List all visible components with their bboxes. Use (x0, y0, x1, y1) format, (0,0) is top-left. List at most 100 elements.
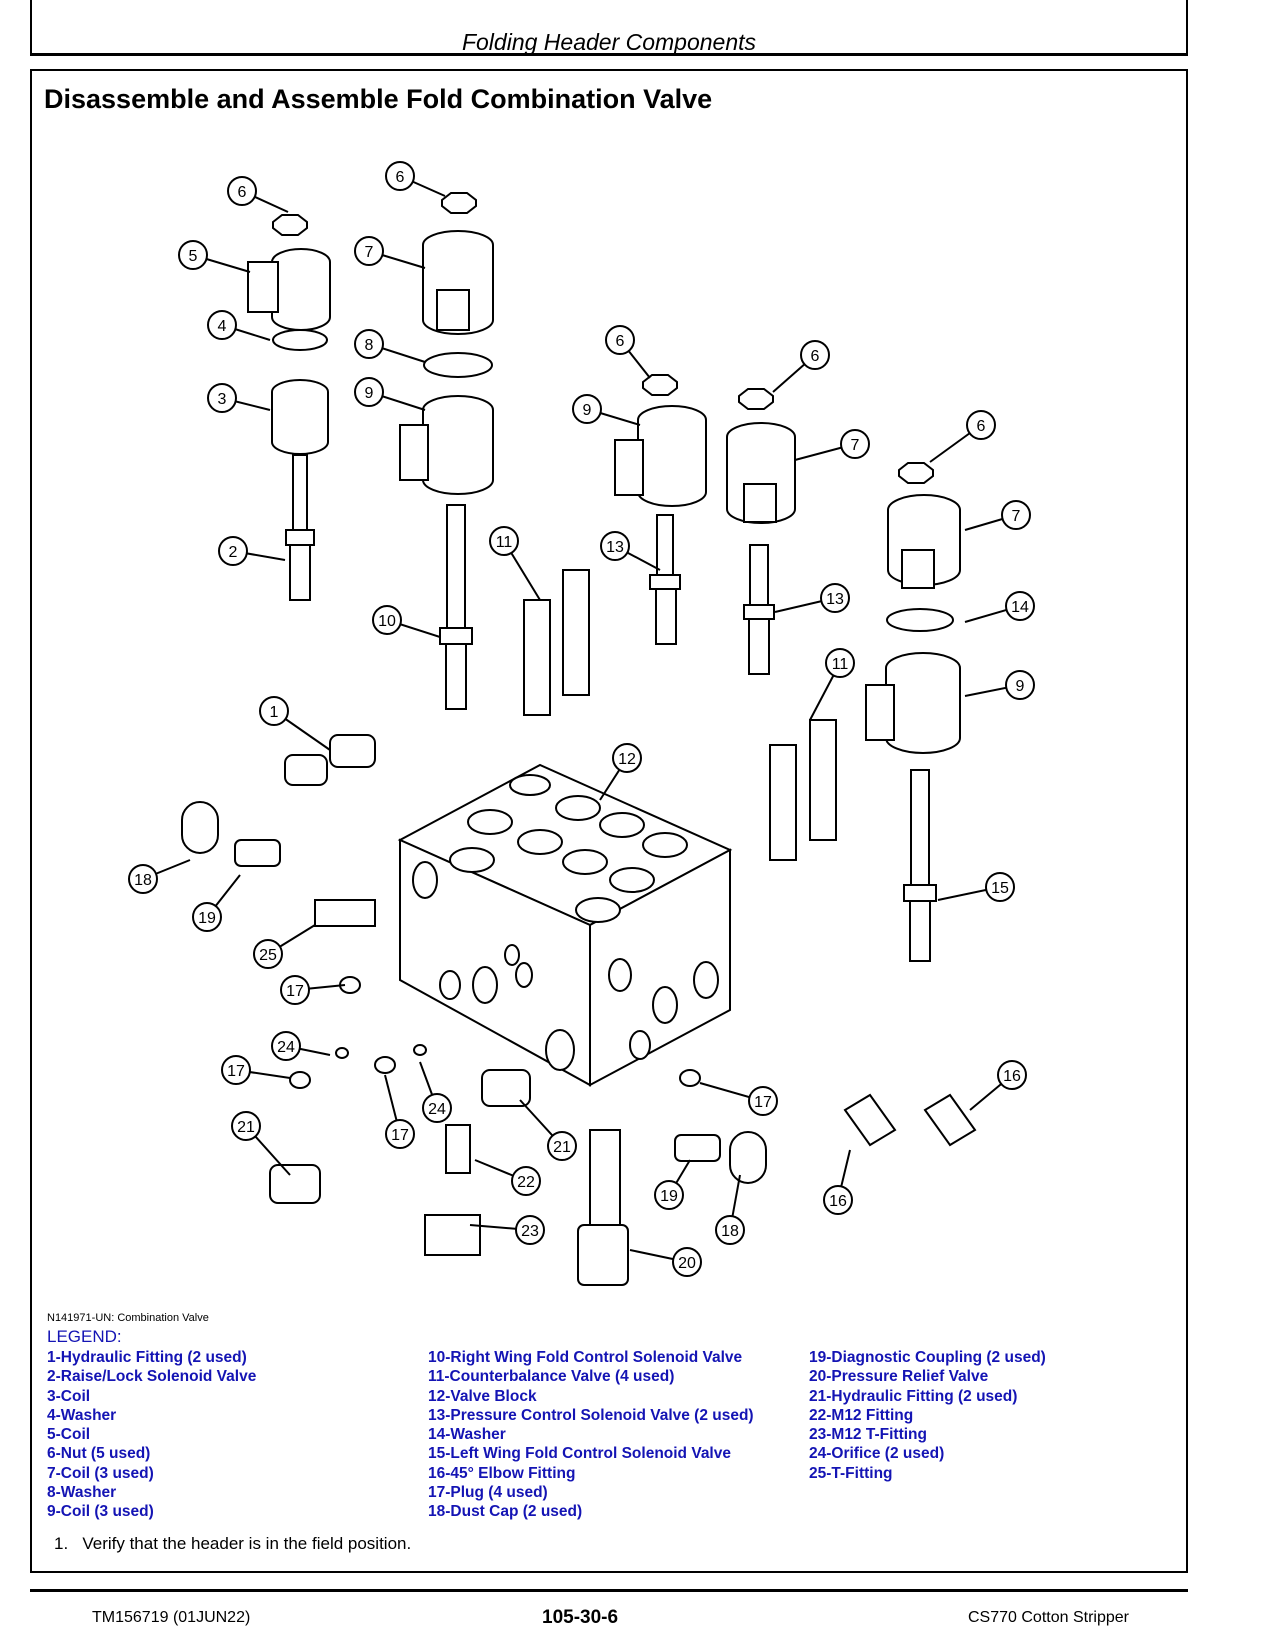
legend-item: 14-Washer (428, 1426, 506, 1444)
callout-label: 17 (227, 1063, 245, 1080)
legend-item: 8-Washer (47, 1484, 117, 1502)
callout-label: 9 (583, 402, 592, 419)
callout-label: 6 (238, 184, 247, 201)
legend-item: 3-Coil (47, 1387, 91, 1405)
callout-label: 16 (1003, 1068, 1021, 1085)
legend-item: 23-M12 T-Fitting (809, 1426, 927, 1444)
callout-label: 6 (396, 169, 405, 186)
legend-item: 7-Coil (3 used) (47, 1464, 154, 1482)
legend-column-1: 1-Hydraulic Fitting (2 used) 2-Raise/Loc… (47, 1348, 256, 1522)
callout-20: 20 (672, 1247, 702, 1277)
callout-10: 10 (372, 605, 402, 635)
coil-7-stack-d (865, 462, 961, 962)
legend-item: 22-M12 Fitting (809, 1406, 914, 1424)
procedure-step: 1. Verify that the header is in the fiel… (54, 1534, 412, 1553)
callout-label: 18 (721, 1223, 739, 1240)
callout-6: 6 (800, 340, 830, 370)
callout-label: 9 (1016, 678, 1025, 695)
callout-18: 18 (128, 864, 158, 894)
callout-label: 25 (259, 947, 277, 964)
callout-label: 13 (826, 591, 844, 608)
callout-17: 17 (280, 975, 310, 1005)
callout-label: 13 (606, 539, 624, 556)
callout-label: 6 (616, 333, 625, 350)
legend-item: 6-Nut (5 used) (47, 1445, 151, 1463)
callout-19: 19 (654, 1180, 684, 1210)
callout-label: 21 (237, 1119, 255, 1136)
callout-label: 17 (754, 1094, 772, 1111)
callout-label: 7 (365, 244, 374, 261)
callout-17: 17 (748, 1086, 778, 1116)
legend-item: 13-Pressure Control Solenoid Valve (2 us… (428, 1406, 754, 1424)
page-title: Disassemble and Assemble Fold Combinatio… (44, 84, 713, 114)
legend-item: 10-Right Wing Fold Control Solenoid Valv… (428, 1349, 743, 1366)
footer-page-number: 105-30-6 (542, 1607, 619, 1628)
callout-label: 18 (134, 872, 152, 889)
callout-16: 16 (823, 1185, 853, 1215)
callout-label: 6 (811, 348, 820, 365)
legend-column-3: 19-Diagnostic Coupling (2 used) 20-Press… (809, 1348, 1046, 1483)
callout-label: 11 (832, 656, 849, 673)
callout-15: 15 (985, 872, 1015, 902)
callout-label: 7 (1012, 508, 1021, 525)
callout-6: 6 (966, 410, 996, 440)
callout-9: 9 (354, 377, 384, 407)
callout-label: 19 (660, 1188, 678, 1205)
callout-16: 16 (997, 1060, 1027, 1090)
legend-item: 15-Left Wing Fold Control Solenoid Valve (428, 1445, 731, 1463)
coil-7-stack-a (399, 192, 494, 710)
callout-24: 24 (422, 1093, 452, 1123)
section-header: Folding Header Components (461, 29, 757, 55)
callout-6: 6 (605, 325, 635, 355)
callout-label: 15 (991, 880, 1009, 897)
callout-13: 13 (820, 583, 850, 613)
callout-3: 3 (207, 383, 237, 413)
callout-label: 24 (428, 1101, 446, 1118)
callout-6: 6 (227, 176, 257, 206)
callout-label: 8 (365, 337, 374, 354)
callout-9: 9 (572, 394, 602, 424)
callout-11: 11 (825, 648, 855, 678)
content-frame (30, 69, 1188, 1573)
callout-8: 8 (354, 329, 384, 359)
callout-label: 23 (521, 1223, 539, 1240)
callout-label: 22 (517, 1174, 535, 1191)
callout-4: 4 (207, 310, 237, 340)
callout-7: 7 (840, 429, 870, 459)
figure-id: N141971-UN: Combination Valve (47, 1312, 209, 1324)
callout-23: 23 (515, 1215, 545, 1245)
coil-5-assembly (247, 214, 331, 601)
callout-label: 10 (378, 613, 396, 630)
callout-14: 14 (1005, 591, 1035, 621)
callout-label: 4 (218, 318, 227, 335)
callout-21: 21 (231, 1111, 261, 1141)
legend-item: 5-Coil (47, 1426, 91, 1444)
callout-2: 2 (218, 536, 248, 566)
legend-item: 21-Hydraulic Fitting (2 used) (809, 1387, 1018, 1405)
callout-25: 25 (253, 939, 283, 969)
callout-label: 17 (286, 983, 304, 1000)
side-fittings (181, 734, 977, 1286)
callout-17: 17 (221, 1055, 251, 1085)
legend-item: 11-Counterbalance Valve (4 used) (428, 1368, 675, 1386)
callout-1: 1 (259, 696, 289, 726)
callout-label: 24 (277, 1039, 295, 1056)
callout-label: 16 (829, 1193, 847, 1210)
coil-7-stack-c (726, 388, 796, 675)
callout-label: 14 (1011, 599, 1029, 616)
coil-9-stack-b (614, 374, 707, 645)
legend-item: 18-Dust Cap (2 used) (428, 1503, 583, 1521)
callout-label: 20 (678, 1255, 696, 1272)
legend-item: 25-T-Fitting (809, 1464, 893, 1482)
callout-label: 12 (618, 751, 636, 768)
valve-block (397, 763, 733, 1087)
callout-label: 5 (189, 248, 198, 265)
header-frame: Folding Header Components (30, 0, 1188, 56)
legend-item: 16-45° Elbow Fitting (428, 1464, 576, 1482)
callout-9: 9 (1005, 670, 1035, 700)
legend-item: 12-Valve Block (428, 1387, 537, 1405)
callout-label: 7 (851, 437, 860, 454)
callout-label: 6 (977, 418, 986, 435)
counterbalance-valves (523, 569, 837, 861)
callout-label: 21 (553, 1139, 571, 1156)
